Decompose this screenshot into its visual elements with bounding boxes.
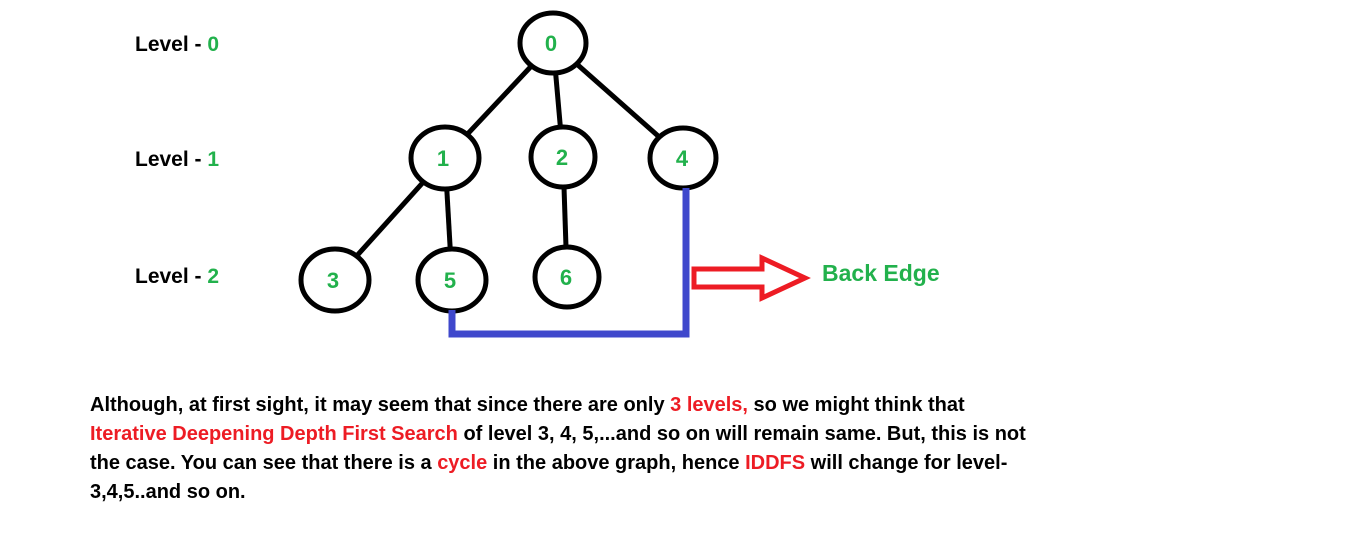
- level-label-0: Level - 0: [135, 33, 219, 56]
- back-edge-line: [448, 188, 690, 338]
- level-label-2-number: 2: [207, 265, 219, 288]
- paragraph-line-1: Although, at first sight, it may seem th…: [90, 391, 1026, 420]
- back-edge-label: Back Edge: [822, 260, 940, 286]
- text-segment: will change for level-: [805, 452, 1008, 474]
- text-segment: 3,4,5..and so on.: [90, 481, 246, 503]
- level-label-1-number: 1: [207, 148, 219, 171]
- paragraph-line-2: Iterative Deepening Depth First Search o…: [90, 420, 1026, 449]
- node-1-circle: [408, 124, 482, 192]
- text-segment: the case. You can see that there is a: [90, 452, 438, 474]
- explanation-paragraph: Although, at first sight, it may seem th…: [90, 391, 1026, 507]
- node-6: 6: [532, 244, 602, 310]
- text-segment: so we might think that: [747, 394, 965, 416]
- node-0-label: 0: [545, 31, 557, 56]
- tree-diagram: Level - 0 Level - 1 Level - 2 0 1 2 4 3: [135, 10, 940, 338]
- text-segment: in the above graph, hence: [487, 452, 746, 474]
- node-4-label: 4: [676, 146, 689, 171]
- node-5-label: 5: [444, 268, 456, 293]
- node-3-label: 3: [327, 268, 339, 293]
- level-label-2-prefix: Level -: [135, 265, 207, 288]
- text-segment-highlight: IDDFS: [745, 452, 806, 474]
- text-segment-highlight: Iterative Deepening Depth First Search: [90, 423, 458, 445]
- text-segment-highlight: cycle: [437, 452, 488, 474]
- paragraph-line-3: the case. You can see that there is a cy…: [90, 449, 1026, 478]
- text-segment: of level 3, 4, 5,...and so on will remai…: [457, 423, 1026, 445]
- text-segment: Although, at first sight, it may seem th…: [90, 394, 671, 416]
- level-label-0-number: 0: [207, 33, 219, 56]
- level-label-2: Level - 2: [135, 265, 219, 288]
- level-label-1-prefix: Level -: [135, 148, 207, 171]
- node-1: 1: [408, 124, 482, 192]
- node-2-circle: [528, 124, 598, 190]
- level-label-1: Level - 1: [135, 148, 219, 171]
- node-3: 3: [298, 246, 372, 314]
- node-6-label: 6: [560, 265, 572, 290]
- text-segment-highlight: 3 levels,: [670, 394, 748, 416]
- node-1-label: 1: [437, 146, 449, 171]
- level-label-0-prefix: Level -: [135, 33, 207, 56]
- node-3-circle: [298, 246, 372, 314]
- node-4: 4: [647, 125, 719, 191]
- node-5: 5: [415, 246, 489, 314]
- back-edge-arrow-icon: [691, 254, 811, 302]
- paragraph-line-4: 3,4,5..and so on.: [90, 478, 1026, 507]
- node-0: 0: [517, 10, 589, 76]
- node-2: 2: [528, 124, 598, 190]
- node-2-label: 2: [556, 145, 568, 170]
- node-6-circle: [532, 244, 602, 310]
- node-0-circle: [517, 10, 589, 76]
